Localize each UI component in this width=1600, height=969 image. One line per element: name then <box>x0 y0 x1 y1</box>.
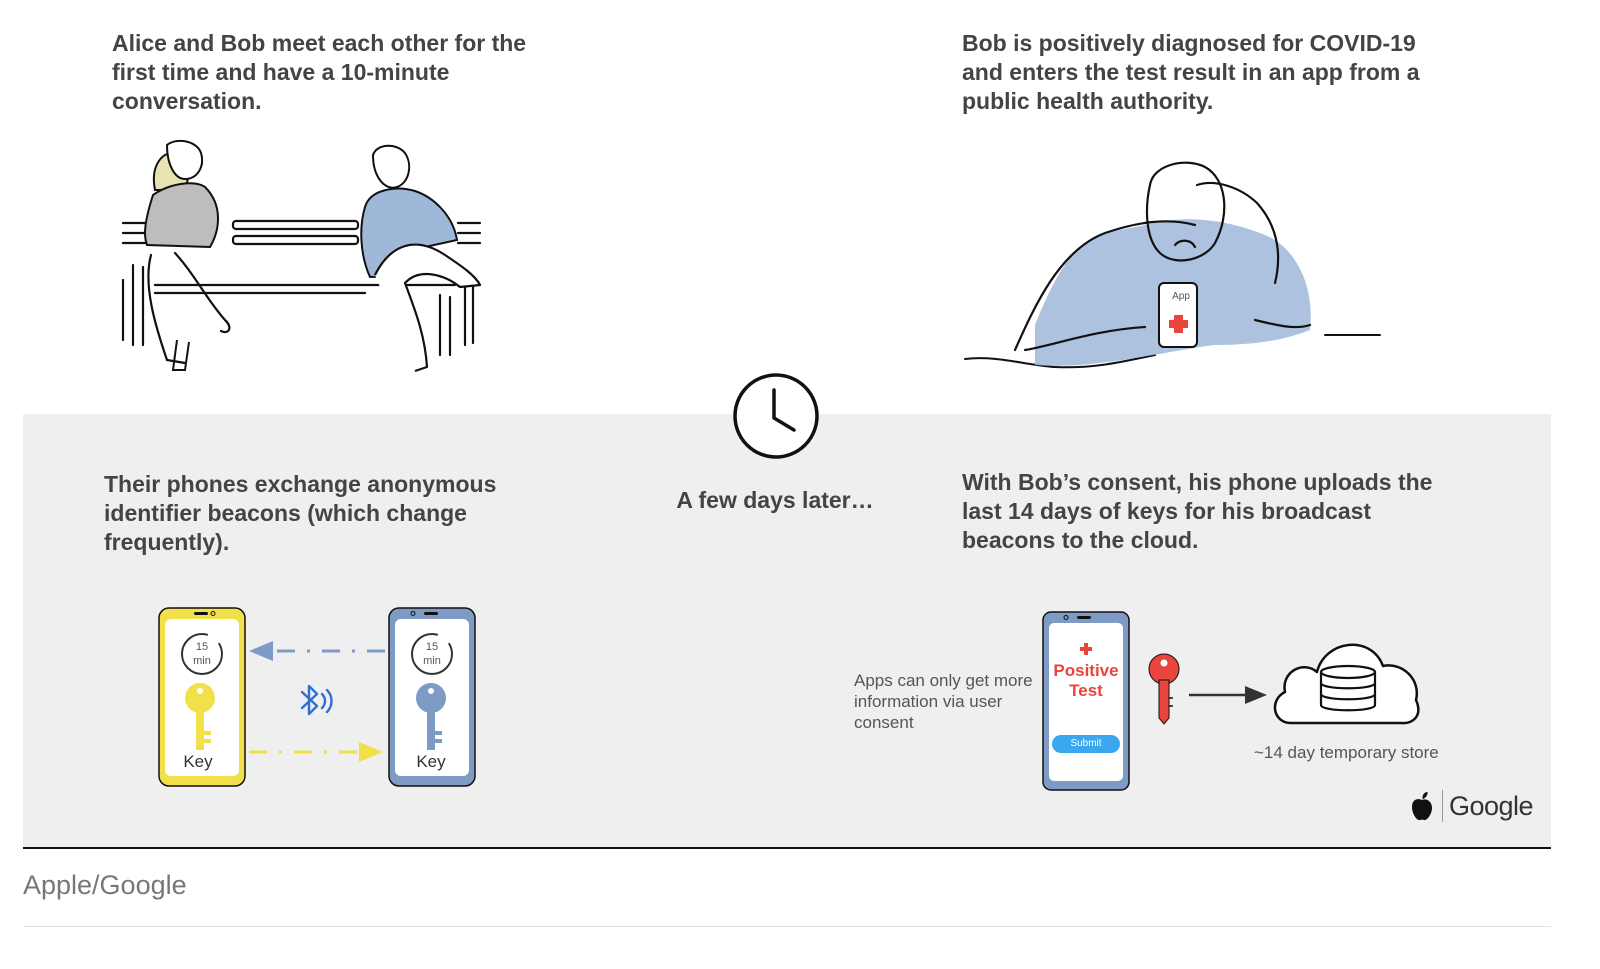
meet-heading: Alice and Bob meet each other for the fi… <box>112 30 527 114</box>
bob-timer-value: 15 <box>425 641 439 653</box>
bob-key-label: Key <box>416 752 446 771</box>
upload-illustration <box>1042 611 1420 791</box>
alice-key-label: Key <box>183 752 213 771</box>
exchange-heading: Their phones exchange anonymous identifi… <box>104 471 497 555</box>
bench-illustration <box>121 139 482 373</box>
phones-exchange-illustration <box>158 607 476 787</box>
image-caption: Apple/Google <box>23 870 187 900</box>
apple-logo-icon <box>1412 792 1432 821</box>
bob-timer-unit: min <box>423 655 441 667</box>
positive-test-label: Positive Test <box>1053 661 1119 700</box>
figure-rule <box>23 847 1551 849</box>
alice-timer-unit: min <box>193 655 211 667</box>
bob-figure <box>360 144 482 373</box>
submit-button: Submit <box>1052 735 1120 753</box>
diagram-figure <box>23 0 1574 848</box>
caption-rule <box>23 926 1551 927</box>
clock-icon <box>733 373 819 459</box>
bottom-panel-band <box>23 414 1551 848</box>
consent-note: Apps can only get more information via u… <box>854 671 1033 732</box>
diagnosed-illustration <box>964 161 1381 369</box>
app-phone-label: App <box>1172 291 1190 302</box>
apple-google-logo: Google <box>1410 788 1534 824</box>
right-edge <box>1560 0 1574 848</box>
upload-heading: With Bob’s consent, his phone uploads th… <box>962 469 1433 553</box>
key-icon <box>1148 653 1180 725</box>
top-panel-band <box>23 0 1551 414</box>
logo-divider <box>1442 790 1443 822</box>
alice-timer-value: 15 <box>195 641 209 653</box>
transition-label: A few days later… <box>676 487 874 513</box>
diagnosed-heading: Bob is positively diagnosed for COVID-19… <box>962 30 1420 114</box>
google-wordmark: Google <box>1449 790 1534 821</box>
alice-figure <box>144 139 231 371</box>
store-label: ~14 day temporary store <box>1254 743 1439 762</box>
